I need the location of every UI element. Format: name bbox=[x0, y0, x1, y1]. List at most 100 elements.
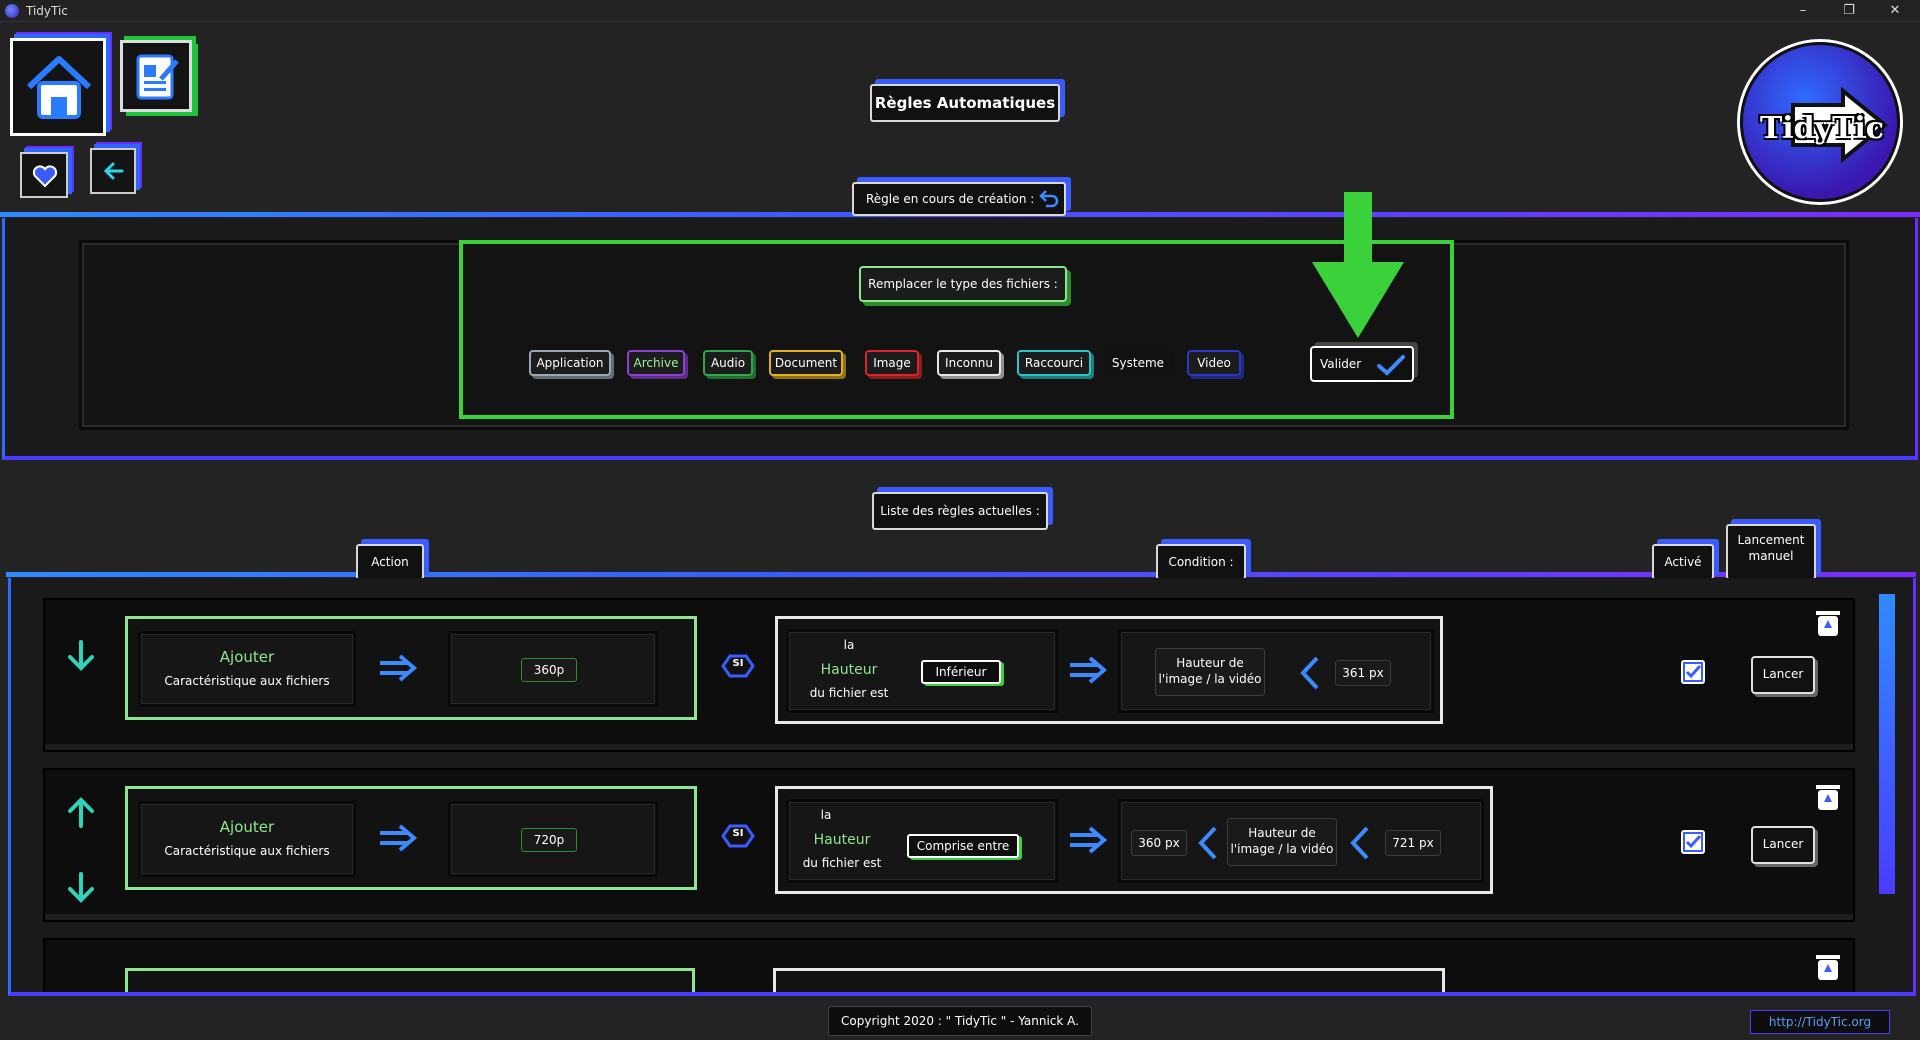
action-cell[interactable]: Ajouter Caractéristique aux fichiers bbox=[138, 631, 356, 707]
type-button-raccourci[interactable]: Raccourci bbox=[1017, 350, 1091, 376]
action-value-cell[interactable]: 720p bbox=[448, 801, 658, 877]
type-button-inconnu[interactable]: Inconnu bbox=[937, 350, 1001, 376]
tidytic-logo: TidyTic bbox=[1740, 42, 1900, 202]
action-target: Caractéristique aux fichiers bbox=[164, 674, 330, 688]
move-up-icon[interactable] bbox=[65, 796, 97, 830]
chevron-left-icon bbox=[1300, 656, 1319, 690]
rule-row-partial bbox=[45, 940, 1853, 992]
creation-tab: Règle en cours de création : bbox=[852, 182, 1066, 216]
type-button-audio[interactable]: Audio bbox=[703, 350, 753, 376]
type-button-application[interactable]: Application bbox=[529, 350, 611, 376]
condition-attr-cell[interactable]: la Hauteur du fichier est Comprise entre bbox=[786, 799, 1058, 883]
window-title: TidyTic bbox=[26, 4, 68, 18]
rule-row: Ajouter Caractéristique aux fichiers 360… bbox=[45, 600, 1853, 750]
back-button[interactable] bbox=[90, 148, 136, 194]
si-badge-icon bbox=[721, 824, 755, 848]
type-button-systeme[interactable]: Systeme bbox=[1103, 350, 1173, 376]
checkbox-check-icon bbox=[1683, 662, 1703, 682]
action-value-cell[interactable]: 360p bbox=[448, 631, 658, 707]
maximize-button[interactable]: ❐ bbox=[1843, 3, 1855, 18]
double-arrow-right-icon bbox=[380, 824, 418, 852]
active-checkbox[interactable] bbox=[1681, 660, 1705, 684]
home-button[interactable] bbox=[10, 38, 106, 136]
type-button-image[interactable]: Image bbox=[865, 350, 919, 376]
list-title: Liste des règles actuelles : bbox=[872, 492, 1048, 530]
cond-post: du fichier est bbox=[802, 856, 882, 870]
partial-action-box bbox=[125, 968, 695, 992]
copyright: Copyright 2020 : " TidyTic " - Yannick A… bbox=[828, 1006, 1092, 1036]
type-prompt: Remplacer le type des fichiers : bbox=[859, 266, 1067, 302]
window-titlebar: TidyTic – ❐ ✕ bbox=[0, 0, 1920, 22]
undo-icon[interactable] bbox=[1038, 190, 1060, 208]
double-arrow-right-icon bbox=[1070, 656, 1108, 684]
condition-attr-cell[interactable]: la Hauteur du fichier est Inférieur bbox=[786, 629, 1058, 713]
home-icon bbox=[26, 56, 92, 119]
cond-subject: Hauteur de l'image / la vidéo bbox=[1227, 818, 1337, 866]
condition-value-cell[interactable]: 360 px Hauteur de l'image / la vidéo 721… bbox=[1118, 799, 1484, 883]
si-label: SI bbox=[732, 658, 744, 669]
type-button-archive[interactable]: Archive bbox=[627, 350, 685, 376]
delete-icon[interactable] bbox=[1815, 782, 1841, 812]
close-button[interactable]: ✕ bbox=[1889, 3, 1901, 18]
header-active: Activé bbox=[1652, 544, 1714, 580]
page-title: Règles Automatiques bbox=[870, 84, 1060, 122]
chevron-left-icon bbox=[1198, 826, 1217, 860]
action-value: 360p bbox=[521, 658, 577, 682]
double-arrow-right-icon bbox=[380, 654, 418, 682]
cond-pre: la bbox=[843, 638, 855, 652]
cond-attr: Hauteur bbox=[813, 832, 871, 848]
app-icon bbox=[5, 4, 19, 18]
cond-operator[interactable]: Comprise entre bbox=[907, 834, 1019, 858]
cond-post: du fichier est bbox=[809, 686, 889, 700]
cond-subject: Hauteur de l'image / la vidéo bbox=[1155, 648, 1265, 696]
checkmark-icon bbox=[1377, 355, 1405, 376]
si-label: SI bbox=[732, 828, 744, 839]
header-action: Action bbox=[356, 544, 424, 580]
header-manual: Lancement manuel bbox=[1726, 524, 1816, 580]
green-arrow-down-icon bbox=[1312, 192, 1404, 338]
logo-arrow-icon bbox=[1791, 86, 1889, 164]
creation-tab-label: Règle en cours de création : bbox=[866, 192, 1035, 206]
action-verb: Ajouter bbox=[219, 648, 275, 666]
run-button[interactable]: Lancer bbox=[1751, 656, 1815, 694]
run-button[interactable]: Lancer bbox=[1751, 826, 1815, 864]
arrow-left-icon bbox=[103, 162, 124, 180]
active-checkbox[interactable] bbox=[1681, 830, 1705, 854]
heart-icon bbox=[32, 165, 58, 188]
move-down-icon[interactable] bbox=[65, 870, 97, 904]
cond-high: 361 px bbox=[1335, 660, 1391, 686]
validate-button[interactable]: Valider bbox=[1310, 346, 1414, 382]
si-badge-icon bbox=[721, 654, 755, 678]
action-box: Ajouter Caractéristique aux fichiers 360… bbox=[125, 616, 697, 720]
rules-button[interactable] bbox=[120, 40, 192, 112]
type-selection-box: Remplacer le type des fichiers : Applica… bbox=[459, 240, 1454, 419]
condition-box: la Hauteur du fichier est Comprise entre… bbox=[775, 786, 1493, 894]
rules-list[interactable]: Ajouter Caractéristique aux fichiers 360… bbox=[8, 578, 1916, 996]
condition-box: la Hauteur du fichier est Inférieur Haut… bbox=[775, 616, 1443, 724]
cond-low: 360 px bbox=[1131, 830, 1187, 856]
action-value: 720p bbox=[521, 828, 577, 852]
cond-operator[interactable]: Inférieur bbox=[921, 660, 1001, 684]
scrollbar-thumb[interactable] bbox=[1879, 594, 1895, 894]
delete-icon[interactable] bbox=[1815, 952, 1841, 982]
document-edit-icon bbox=[136, 54, 179, 100]
rule-row: Ajouter Caractéristique aux fichiers 720… bbox=[45, 770, 1853, 920]
action-verb: Ajouter bbox=[219, 818, 275, 836]
favorites-button[interactable] bbox=[20, 152, 68, 198]
header-condition: Condition : bbox=[1156, 544, 1246, 580]
chevron-left-icon bbox=[1350, 826, 1369, 860]
type-button-video[interactable]: Video bbox=[1187, 350, 1241, 376]
action-cell[interactable]: Ajouter Caractéristique aux fichiers bbox=[138, 801, 356, 877]
cond-high: 721 px bbox=[1385, 830, 1441, 856]
validate-label: Valider bbox=[1320, 357, 1362, 371]
website-link[interactable]: http://TidyTic.org bbox=[1750, 1010, 1890, 1034]
action-target: Caractéristique aux fichiers bbox=[164, 844, 330, 858]
move-down-icon[interactable] bbox=[65, 638, 97, 672]
double-arrow-right-icon bbox=[1070, 826, 1108, 854]
delete-icon[interactable] bbox=[1815, 608, 1841, 638]
checkbox-check-icon bbox=[1683, 832, 1703, 852]
type-button-document[interactable]: Document bbox=[769, 350, 843, 376]
partial-condition-box bbox=[773, 968, 1445, 992]
condition-value-cell[interactable]: Hauteur de l'image / la vidéo 361 px bbox=[1118, 629, 1434, 713]
minimize-button[interactable]: – bbox=[1799, 3, 1807, 18]
